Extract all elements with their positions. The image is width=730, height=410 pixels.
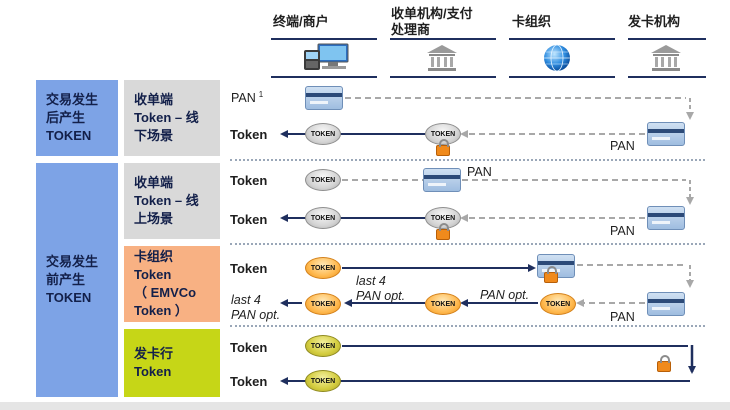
category-before-line3: TOKEN [46,290,92,305]
category-after-line3: TOKEN [46,128,92,143]
column-header-terminal: 终端/商户 [273,14,329,29]
column-underline [390,76,496,78]
category-before-transaction: 交易发生 前产生 TOKEN [36,163,118,397]
category-after-line1: 交易发生 [46,92,99,107]
card-icon [647,122,685,146]
label-token: Token [230,127,268,142]
lock-icon [657,355,671,372]
token-coin-icon: TOKEN [305,123,341,145]
label-last4-pan-opt: last 4 PAN opt. [231,293,280,323]
bank-building-icon [427,45,457,71]
card-icon [305,86,343,110]
token-coin-icon: TOKEN [540,293,576,315]
scenario-issuer-line2: Token [134,364,172,379]
token-coin-icon: TOKEN [305,293,341,315]
column-header-acquirer: 收单机构/支付 处理商 [391,6,501,38]
column-underline [509,76,615,78]
column-underline [509,38,615,40]
terminal-pos-icon [304,43,349,70]
scenario-issuer-token: 发卡行 Token [124,329,220,397]
label-token: Token [230,212,268,227]
scenario-acquirer-online: 收单端 Token – 线 上场景 [124,163,220,239]
category-after-line2: 后产生 [46,110,86,125]
column-header-issuer: 发卡机构 [628,14,681,29]
column-underline [271,76,377,78]
scenario-online-line1: 收单端 [134,175,174,190]
scenario-offline-line3: 下场景 [134,128,174,143]
column-header-acquirer-line1: 收单机构/支付 [391,6,473,21]
scenario-online-line3: 上场景 [134,211,174,226]
scenario-network-line1: 卡组织 [134,249,174,264]
label-pan-opt: PAN opt. [356,289,406,303]
category-before-line2: 前产生 [46,272,86,287]
bottom-strip [0,402,730,410]
column-underline [628,76,706,78]
globe-icon [544,44,570,72]
scenario-offline-line1: 收单端 [134,92,174,107]
token-coin-icon: TOKEN [425,293,461,315]
label-token: Token [230,173,268,188]
column-header-card-network: 卡组织 [512,14,552,29]
bank-building-icon [651,45,681,71]
label-pan-opt: PAN opt. [231,308,281,322]
column-underline [628,38,706,40]
label-token: Token [230,261,268,276]
column-header-acquirer-line2: 处理商 [391,22,431,37]
token-coin-icon: TOKEN [305,169,341,191]
scenario-issuer-line1: 发卡行 [134,346,174,361]
scenario-network-line4: Token ） [134,303,188,318]
category-after-transaction: 交易发生 后产生 TOKEN [36,80,118,156]
label-token: Token [230,374,268,389]
token-coin-icon: TOKEN [305,370,341,392]
label-last4-pan-opt: last 4 PAN opt. [356,274,405,304]
lock-icon [436,139,450,156]
token-coin-icon: TOKEN [305,257,341,279]
card-icon [423,168,461,192]
label-pan-opt: PAN opt. [480,288,530,302]
lock-icon [436,223,450,240]
row-separator [230,325,705,327]
category-before-line1: 交易发生 [46,254,99,269]
card-icon [647,206,685,230]
card-icon [647,292,685,316]
scenario-network-line3: （ EMVCo [134,285,197,300]
label-pan: PAN [610,139,635,153]
scenario-offline-line2: Token – 线 [134,110,199,125]
scenario-online-line2: Token – 线 [134,193,199,208]
label-pan: PAN [610,224,635,238]
row-separator [230,243,705,245]
label-pan: PAN [467,165,492,179]
row-separator [230,159,705,161]
scenario-network-line2: Token [134,267,172,282]
token-coin-icon: TOKEN [305,207,341,229]
label-last4: last 4 [356,274,386,288]
label-last4: last 4 [231,293,261,307]
label-pan: PAN [610,310,635,324]
lock-icon [544,266,558,283]
label-pan-superscript: 1 [258,90,264,99]
column-underline [390,38,496,40]
column-underline [271,38,377,40]
scenario-card-network-token: 卡组织 Token （ EMVCo Token ） [124,246,220,322]
label-token: Token [230,340,268,355]
scenario-acquirer-offline: 收单端 Token – 线 下场景 [124,80,220,156]
label-pan-text: PAN [231,91,256,106]
token-coin-icon: TOKEN [305,335,341,357]
